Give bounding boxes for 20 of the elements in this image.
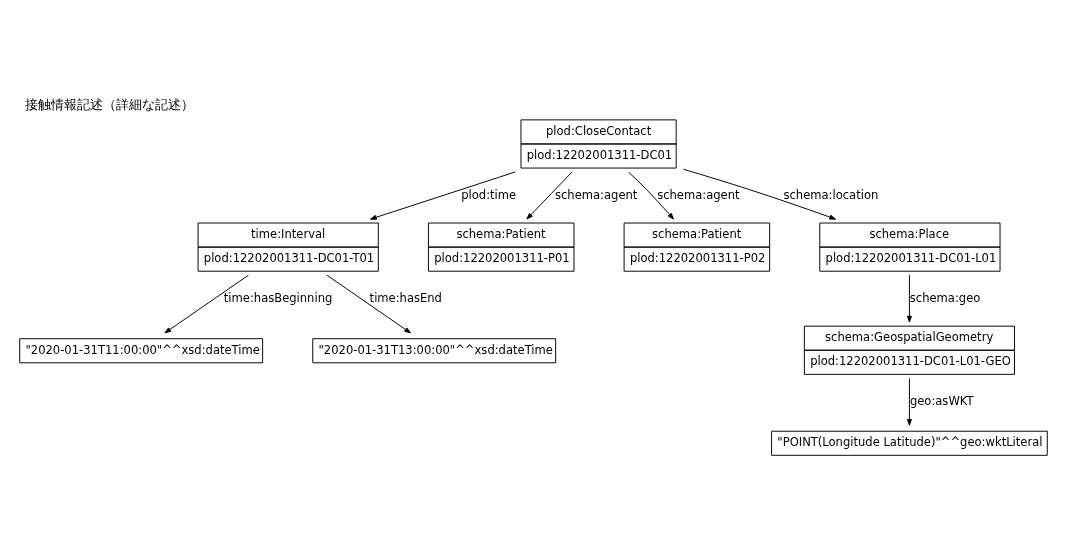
arrow	[628, 171, 674, 220]
edge-label: schema:geo	[909, 290, 981, 305]
diagram-title: 接触情報記述（詳細な記述）	[24, 95, 194, 112]
node-box: "2020-01-31T13:00:00"^^xsd:dateTime	[312, 338, 557, 364]
arrow	[326, 274, 411, 334]
edge-label: time:hasBeginning	[223, 290, 333, 305]
edge-label: geo:asWKT	[909, 393, 974, 408]
arrow	[164, 274, 249, 334]
arrow	[682, 168, 837, 220]
edge-label: plod:time	[461, 187, 517, 202]
edge-label: schema:agent	[554, 187, 638, 202]
arrow	[906, 274, 912, 323]
edge-label: schema:agent	[657, 187, 740, 202]
edge-label: schema:location	[783, 187, 879, 202]
edge-label: time:hasEnd	[369, 290, 442, 305]
arrow	[906, 377, 912, 426]
arrow	[526, 171, 573, 220]
node-box: "2020-01-31T11:00:00"^^xsd:dateTime	[19, 338, 264, 364]
node-box: "POINT(Longitude Latitude)"^^geo:wktLiteral	[771, 430, 1048, 456]
arrow	[370, 171, 516, 220]
